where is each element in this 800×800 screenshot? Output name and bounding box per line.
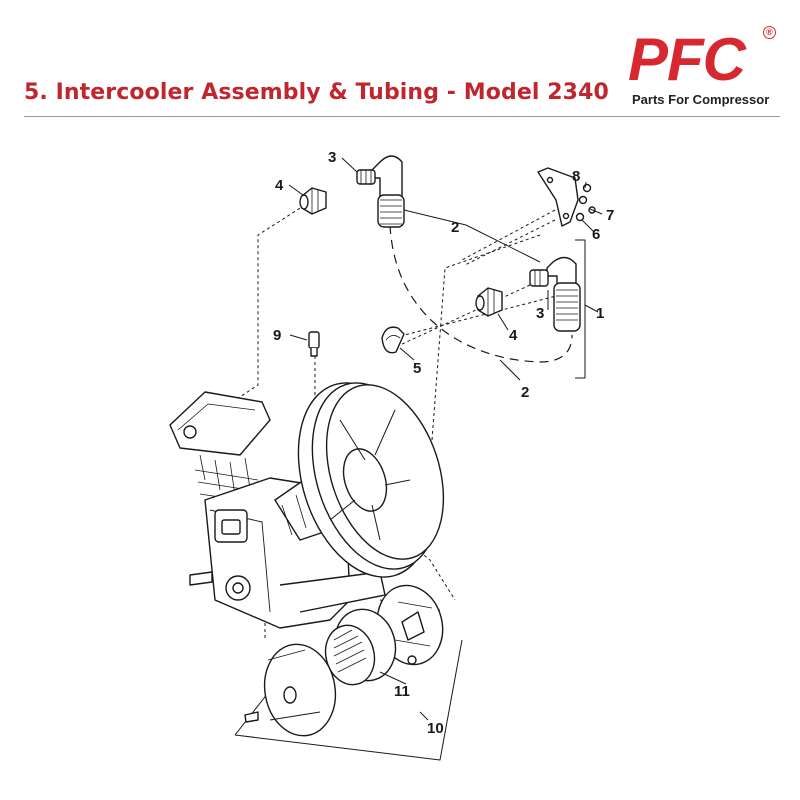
callout-2-upper: 2 bbox=[451, 219, 459, 236]
callout-1: 1 bbox=[596, 305, 604, 322]
callout-4-middle: 4 bbox=[509, 327, 518, 344]
flywheel-pulley bbox=[297, 382, 445, 578]
callout-3-upper: 3 bbox=[328, 149, 336, 166]
middle-fitting-4 bbox=[475, 287, 503, 317]
page-title: 5. Intercooler Assembly & Tubing - Model… bbox=[24, 80, 609, 105]
callout-labels: 1 2 2 3 3 4 4 5 6 7 8 9 10 11 bbox=[273, 149, 614, 737]
upper-fitting-4 bbox=[299, 187, 327, 215]
tube-route-lines bbox=[389, 224, 573, 363]
callout-6: 6 bbox=[592, 226, 600, 243]
logo-tagline: Parts For Compressor bbox=[632, 92, 770, 107]
logo-wordmark: PFC bbox=[628, 26, 746, 93]
right-fitting-3 bbox=[529, 269, 549, 287]
mounting-bracket bbox=[537, 167, 579, 227]
callout-3-right: 3 bbox=[536, 305, 544, 322]
upper-elbow-tube bbox=[371, 155, 405, 228]
callout-7: 7 bbox=[606, 207, 614, 224]
registered-trademark-icon: ® bbox=[763, 26, 776, 39]
callout-leader-lines bbox=[288, 157, 603, 721]
upper-fitting-3 bbox=[356, 169, 376, 185]
callout-2-lower: 2 bbox=[521, 384, 529, 401]
check-valve-9 bbox=[308, 331, 320, 357]
callout-4-upper: 4 bbox=[275, 177, 284, 194]
bracket-hardware bbox=[575, 183, 596, 222]
callout-11: 11 bbox=[394, 683, 410, 700]
callout-9: 9 bbox=[273, 327, 281, 344]
tube-clamp-5 bbox=[381, 326, 405, 354]
callout-8: 8 bbox=[572, 168, 580, 185]
compressor-head bbox=[169, 391, 271, 505]
right-elbow-tube bbox=[546, 256, 581, 332]
header-divider bbox=[24, 116, 780, 117]
filter-element-11 bbox=[324, 608, 397, 686]
callout-5: 5 bbox=[413, 360, 421, 377]
callout-10: 10 bbox=[427, 720, 444, 737]
filter-housing-10 bbox=[244, 643, 337, 737]
